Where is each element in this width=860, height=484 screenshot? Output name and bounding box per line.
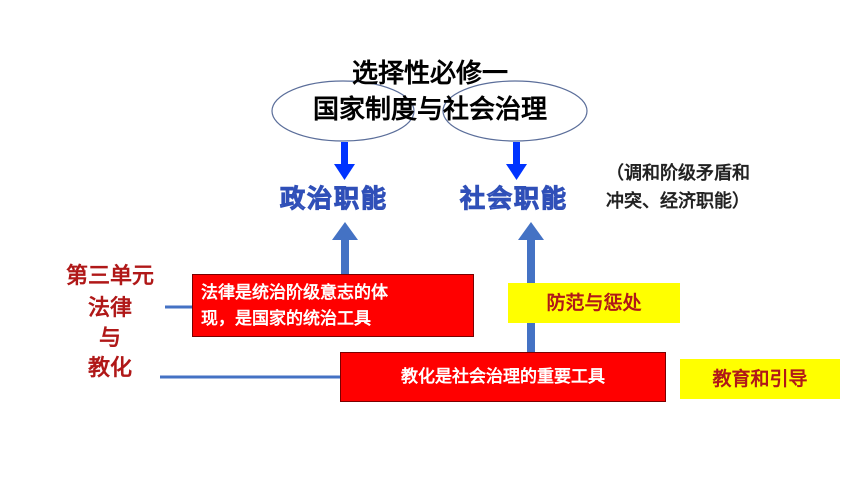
ellipse-shehui <box>442 80 588 142</box>
down-arrow-political-icon <box>334 142 355 180</box>
guide-box: 教育和引导 <box>680 359 840 399</box>
function-note: （调和阶级矛盾和 冲突、经济职能） <box>606 160 826 216</box>
ellipse-guojia <box>271 80 415 142</box>
prevent-box: 防范与惩处 <box>508 283 680 323</box>
unit-title: 第三单元 法律 与 教化 <box>52 263 168 381</box>
law-box: 法律是统治阶级意志的体 现，是国家的统治工具 <box>192 274 474 337</box>
law-box-line1: 法律是统治阶级意志的体 <box>201 283 388 303</box>
down-arrow-social-icon <box>506 142 527 180</box>
title-line1: 选择性必修一 <box>351 59 508 89</box>
social-function-label: 社会职能 <box>459 184 569 214</box>
title-line2: 国家制度与社会治理 <box>312 95 547 125</box>
unit-title-line3: 与 <box>98 325 121 351</box>
unit-title-line1: 第三单元 <box>65 263 154 289</box>
law-box-line2: 现，是国家的统治工具 <box>201 309 371 329</box>
up-arrow-political-icon <box>332 222 358 276</box>
education-box: 教化是社会治理的重要工具 <box>340 352 666 402</box>
function-note-line1: （调和阶级矛盾和 <box>606 163 750 184</box>
political-function-label: 政治职能 <box>279 184 389 214</box>
unit-title-line4: 教化 <box>87 355 132 381</box>
unit-title-line2: 法律 <box>87 295 132 321</box>
function-note-line2: 冲突、经济职能） <box>606 191 750 212</box>
